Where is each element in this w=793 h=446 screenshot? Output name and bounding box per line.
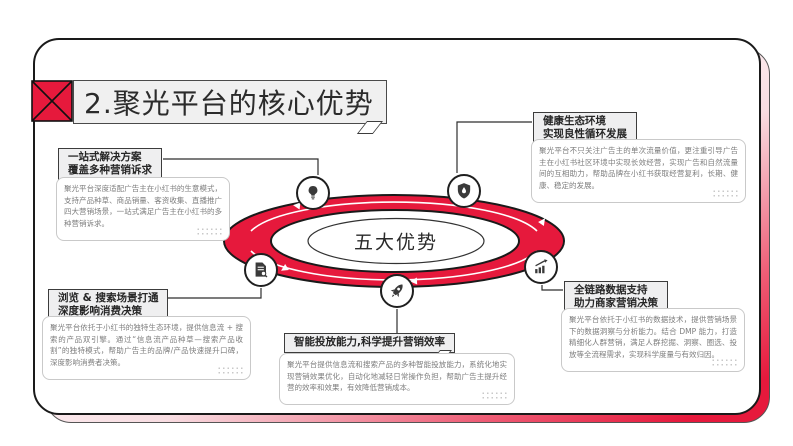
callout-body-browse-search: 聚光平台依托于小红书的独特生态环境，提供信息流 + 搜索的产品双引擎。通过“信息… (42, 316, 251, 380)
callout-title-line: 健康生态环境 (543, 115, 606, 127)
document-search-icon (244, 253, 278, 287)
rocket-icon (380, 274, 414, 308)
callout-header-smart-delivery: 智能投放能力,科学提升营销效率 (284, 333, 455, 361)
callout-body-text: 聚光平台深度适配广告主在小红书的生意模式，支持产品种草、商品销量、客资收集、直播… (64, 184, 222, 228)
page-title: 2.聚光平台的核心优势 (84, 87, 374, 120)
callout-title-line: 实现良性循环发展 (543, 128, 627, 141)
callout-body-text: 聚光平台不只关注广告主的单次流量价值，更注重引导广告主在小红书社区环境中实现长效… (539, 146, 738, 190)
lightbulb-icon (296, 176, 330, 210)
callout-body-text: 聚光平台依托于小红书的独特生态环境，提供信息流 + 搜索的产品双引擎。通过“信息… (50, 323, 243, 367)
callout-title-line: 深度影响消费决策 (58, 305, 142, 318)
dot-pattern (712, 188, 739, 198)
shield-droplet-icon (447, 174, 481, 208)
callout-body-text: 聚光平台提供信息流和搜索产品的多种智能投放能力，系统化地实现营销效果优化，自动化… (287, 360, 507, 393)
center-label: 五大优势 (353, 231, 439, 254)
callout-header-one-stop: 一站式解决方案 覆盖多种营销诉求 (58, 148, 162, 189)
callout-body-text: 聚光平台依托于小红书的数据技术，提供营销场景下的数据洞察与分析能力。结合 DMP… (569, 315, 737, 359)
chart-growth-icon (524, 250, 558, 284)
callout-title-line: 浏览 & 搜索场景打通 (58, 292, 159, 304)
callout-body-ecosystem: 聚光平台不只关注广告主的单次流量价值，更注重引导广告主在小红书社区环境中实现长效… (531, 139, 746, 203)
callout-title-line: 智能投放能力,科学提升营销效率 (294, 336, 445, 348)
dot-pattern (217, 365, 244, 375)
dot-pattern (711, 357, 738, 367)
crossed-box-icon (31, 80, 73, 122)
callout-title-line: 全链路数据支持 (574, 284, 648, 296)
callout-title-line: 覆盖多种营销诉求 (68, 164, 152, 177)
callout-body-smart-delivery: 聚光平台提供信息流和搜索产品的多种智能投放能力，系统化地实现营销效果优化，自动化… (279, 353, 515, 405)
callout-title-line: 助力商家营销决策 (574, 297, 658, 310)
callout-title-line: 一站式解决方案 (68, 151, 142, 163)
callout-body-one-stop: 聚光平台深度适配广告主在小红书的生意模式，支持产品种草、商品销量、客资收集、直播… (56, 177, 230, 241)
dot-pattern (481, 390, 508, 400)
callout-body-full-funnel-data: 聚光平台依托于小红书的数据技术，提供营销场景下的数据洞察与分析能力。结合 DMP… (561, 308, 745, 372)
page-title-box: 2.聚光平台的核心优势 (73, 80, 387, 134)
dot-pattern (196, 226, 223, 236)
